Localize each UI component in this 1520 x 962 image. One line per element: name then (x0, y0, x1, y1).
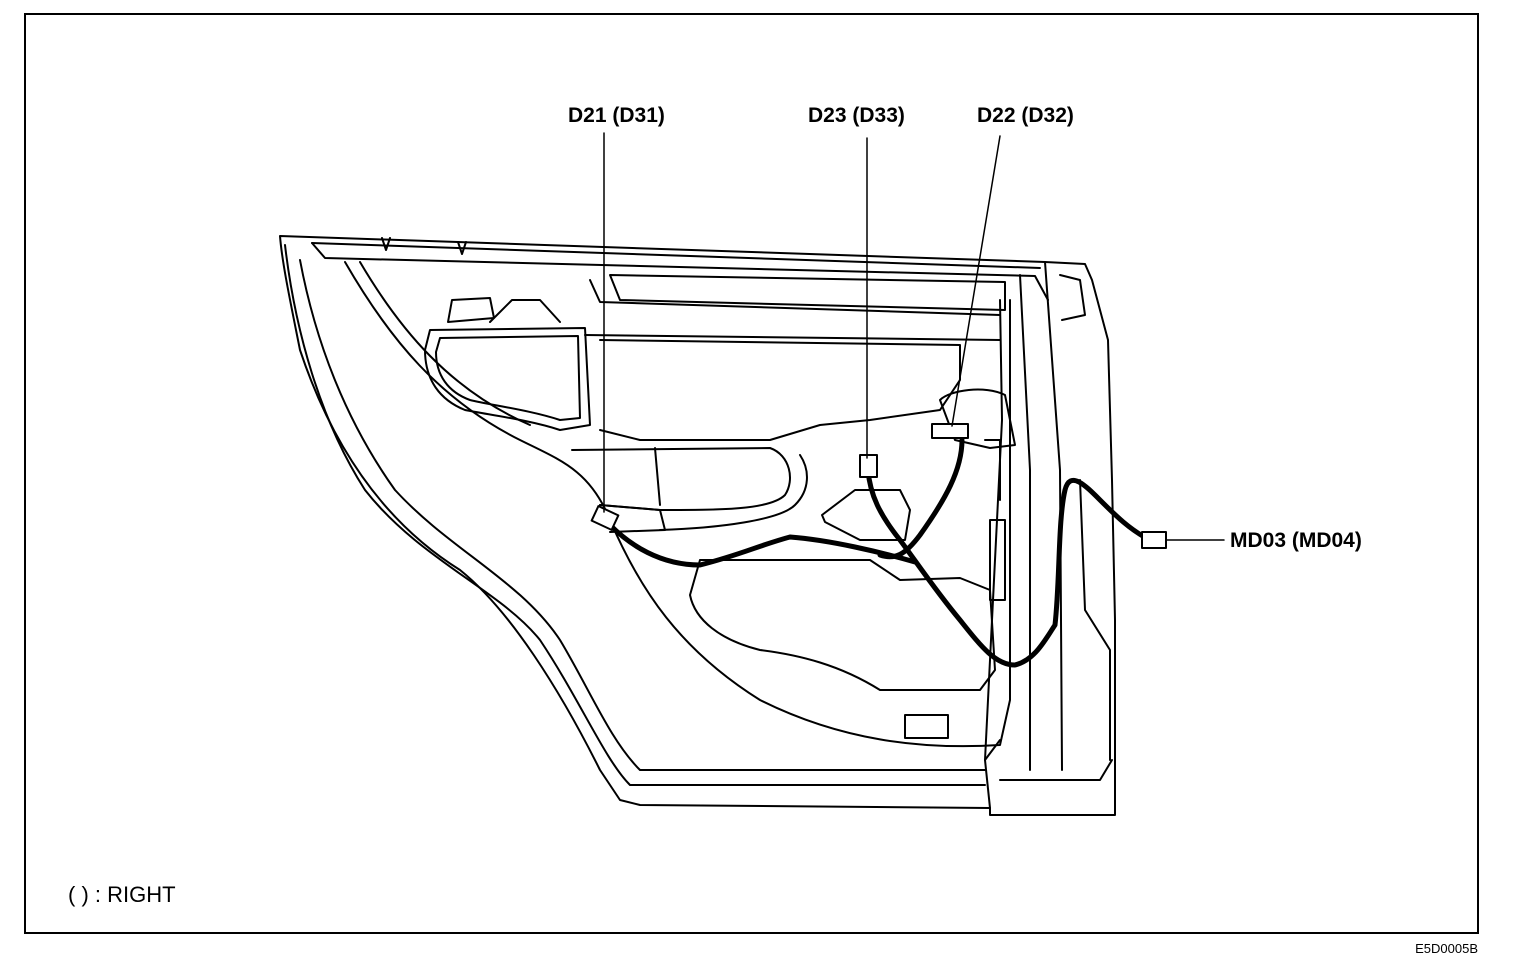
connector-d21 (590, 505, 620, 531)
connector-label-md03: MD03 (MD04) (1230, 529, 1362, 552)
figure-frame (24, 13, 1479, 934)
legend-right-note: ( ) : RIGHT (68, 882, 176, 907)
leader-lines (603, 132, 1225, 541)
connector-d22 (931, 423, 969, 439)
figure-code: E5D0005B (1415, 941, 1478, 956)
connector-label-d22: D22 (D32) (977, 104, 1074, 127)
door-trim-recesses (424, 297, 1016, 739)
connector-label-d23: D23 (D33) (808, 104, 905, 127)
connector-label-d21: D21 (D31) (568, 104, 665, 127)
connector-md03 (1141, 531, 1167, 549)
wiring-harness (607, 437, 1153, 668)
leader-d22 (951, 135, 1001, 427)
connectors (590, 423, 1167, 549)
door-outer-panel (279, 235, 1116, 816)
connector-d23 (859, 454, 878, 478)
